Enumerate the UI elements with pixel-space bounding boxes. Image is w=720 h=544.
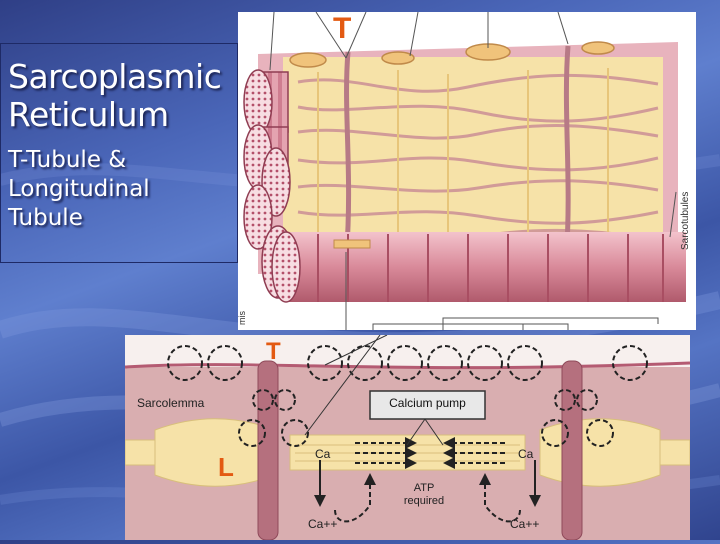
ca-right-label: Ca [518,447,533,461]
subtitle-line-2: Longitudinal [8,175,238,204]
ca-ion-left-label: Ca++ [308,517,337,531]
subtitle-line-3: Tubule [8,204,238,233]
slide-title: Sarcoplasmic Reticulum [8,58,238,134]
atp-required-label: ATP required [398,482,450,508]
muscle-fiber-figure [238,12,696,330]
top-t-marker: T [333,12,351,46]
left-fragment-label: mis [237,311,247,325]
sarcolemma-label: Sarcolemma [137,396,204,410]
slide-subtitle: T-Tubule & Longitudinal Tubule [8,146,238,233]
ca-ion-right-label: Ca++ [510,517,539,531]
ca-left-label: Ca [315,447,330,461]
sarcotubules-label: Sarcotubules [680,192,691,250]
subtitle-line-1: T-Tubule & [8,146,238,175]
title-line-1: Sarcoplasmic [8,58,238,96]
calcium-pump-figure [125,335,690,540]
title-line-2: Reticulum [8,96,238,134]
atp-label-line-2: required [398,495,450,508]
bottom-l-marker: L [218,452,234,483]
muscle-fiber-illustration [238,12,696,330]
calcium-pump-label: Calcium pump [370,396,485,410]
calcium-pump-illustration [125,335,690,540]
atp-label-line-1: ATP [398,482,450,495]
bottom-t-marker: T [266,338,281,366]
